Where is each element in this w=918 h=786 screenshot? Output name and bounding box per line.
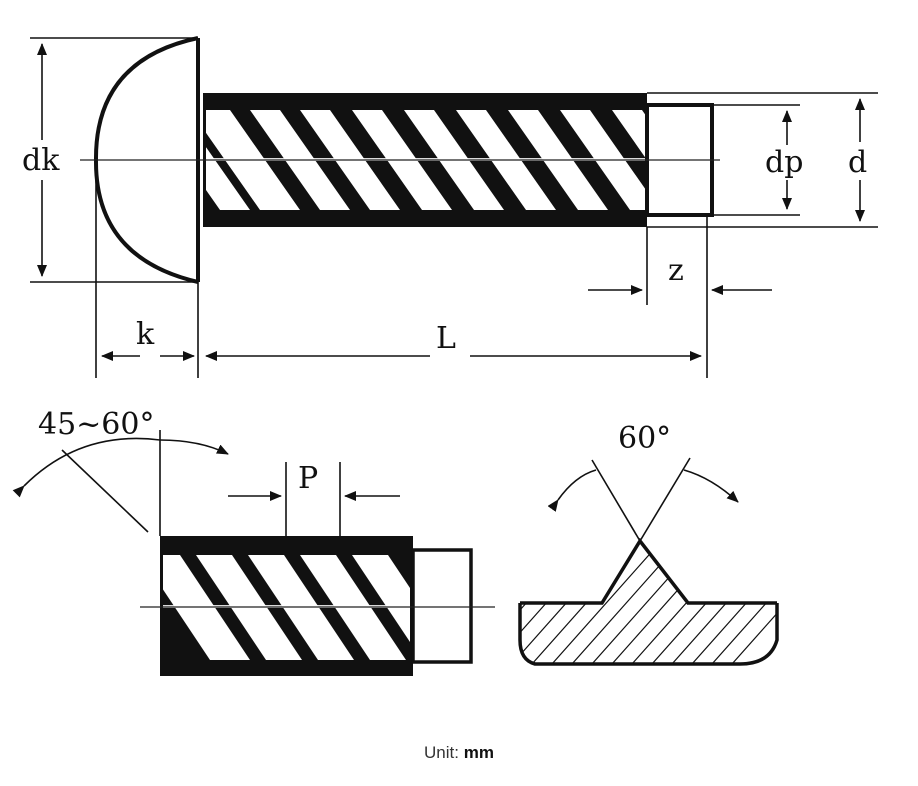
tip-angle-arc [12,437,161,498]
unit-prefix: Unit: [424,743,459,762]
thread-profile-detail: 60° [518,421,779,666]
unit-caption: Unit: mm [0,743,918,763]
label-k: k [136,317,155,352]
label-d: d [848,145,867,180]
label-L: L [436,321,456,356]
label-angle-tip: 45~60° [38,407,154,442]
thread-pitch-detail: 45~60° P [12,407,495,676]
detail-point [411,548,473,664]
label-angle-thread: 60° [618,421,671,456]
label-dk: dk [22,143,60,178]
screw-side-view: dk k L z dp d [22,36,878,378]
thread-angle-arc [547,469,597,512]
unit-value: mm [463,743,494,762]
label-P: P [298,461,318,496]
label-dp: dp [765,145,803,180]
label-z: z [668,253,684,288]
